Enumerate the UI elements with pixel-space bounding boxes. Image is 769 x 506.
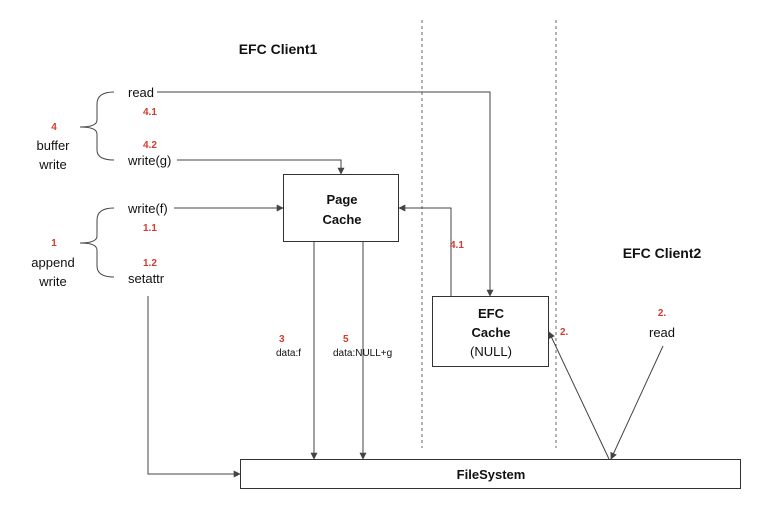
page-cache-box: Page Cache xyxy=(283,174,399,242)
filesystem-box: FileSystem xyxy=(240,459,741,489)
brace-buffer-write xyxy=(79,91,115,161)
arrow-read-to-efc xyxy=(157,91,494,297)
arrow-filesystem-efc xyxy=(548,331,610,460)
buffer-write-label-1: buffer xyxy=(36,138,70,153)
efc-cache-label-2: Cache xyxy=(471,325,511,340)
op-write-g: write(g) xyxy=(128,153,172,168)
op-read: read xyxy=(128,85,155,100)
filesystem-label: FileSystem xyxy=(456,467,526,482)
brace-append-write xyxy=(79,207,115,278)
arrow-writeg-to-pagecache xyxy=(177,159,345,175)
client2-title: EFC Client2 xyxy=(622,245,702,261)
buffer-write-label-2: write xyxy=(39,157,67,172)
op-setattr-step: 1.2 xyxy=(143,258,157,269)
page-cache-label-2: Cache xyxy=(322,212,362,227)
efc-cache-label-1: EFC xyxy=(478,306,504,321)
op-write-f-step: 1.1 xyxy=(143,223,157,234)
buffer-write-step: 4 xyxy=(51,122,57,133)
op-write-f: write(f) xyxy=(128,201,168,216)
page-cache-label-1: Page xyxy=(326,192,358,207)
data-null-g-step: 5 xyxy=(343,334,349,345)
efc-to-pagecache-step: 4.1 xyxy=(450,240,464,251)
append-write-step: 1 xyxy=(51,238,57,249)
append-write-label-1: append xyxy=(31,255,75,270)
op-read-step: 4.1 xyxy=(143,107,157,118)
data-f-step: 3 xyxy=(279,334,285,345)
data-f-label: data:f xyxy=(276,348,302,359)
arrow-client2-read-filesystem xyxy=(610,345,664,460)
op-write-g-step: 4.2 xyxy=(143,140,157,151)
client2-read: read xyxy=(648,325,676,340)
efc-cache-box: EFC Cache (NULL) xyxy=(432,296,549,367)
append-write-label-2: write xyxy=(39,274,67,289)
client2-step: 2. xyxy=(657,308,667,319)
client1-title: EFC Client1 xyxy=(238,41,318,57)
arrow-setattr-to-filesystem xyxy=(147,296,241,478)
arrow-efc-to-pagecache xyxy=(398,204,452,296)
data-null-g-label: data:NULL+g xyxy=(333,348,393,359)
client2-link-step: 2. xyxy=(560,327,569,338)
efc-cache-label-3: (NULL) xyxy=(470,344,512,359)
op-setattr: setattr xyxy=(128,271,165,286)
